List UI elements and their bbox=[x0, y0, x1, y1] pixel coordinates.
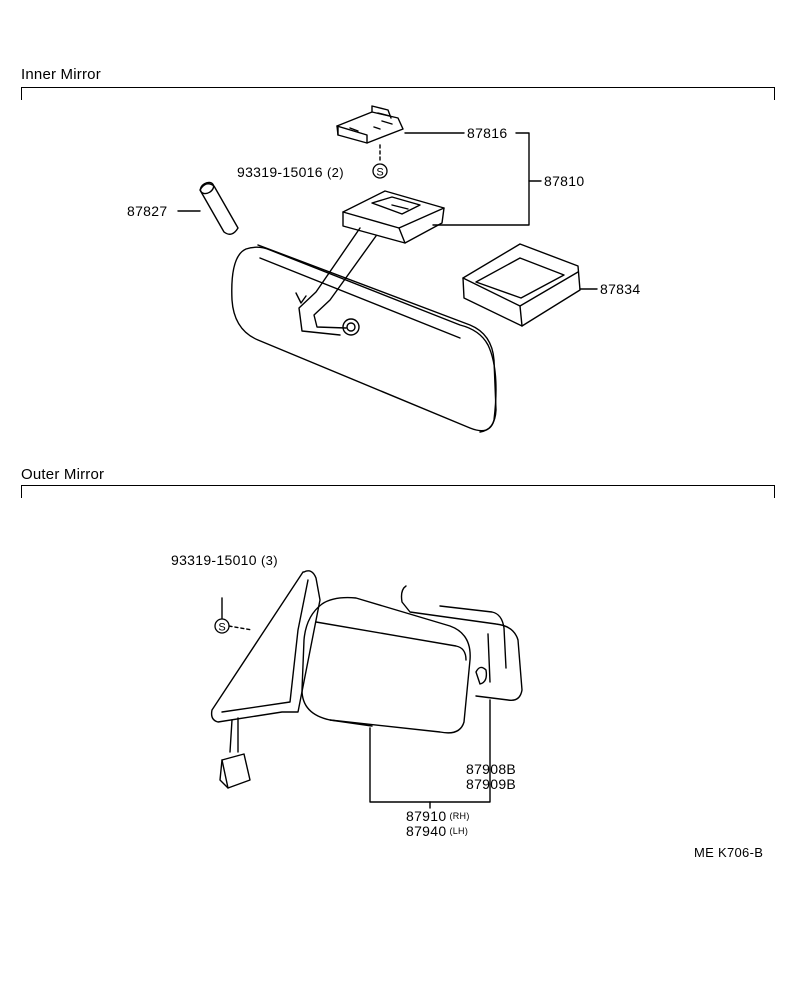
mount-87810-drawing bbox=[296, 191, 444, 335]
label-87940-side: (LH) bbox=[449, 826, 469, 836]
label-87909B: 87909B bbox=[466, 776, 517, 792]
screw-symbol-outer-letter: S bbox=[218, 622, 225, 634]
label-87810: 87810 bbox=[544, 173, 585, 189]
figure-code: ME K706-B bbox=[694, 845, 764, 860]
outer-mirror-title: Outer Mirror bbox=[21, 466, 105, 483]
label-93319-15010-number: 93319-15010 bbox=[171, 552, 257, 568]
outer-base-drawing bbox=[212, 571, 320, 788]
label-87834: 87834 bbox=[600, 281, 641, 297]
screw-symbol-inner: S bbox=[373, 164, 387, 179]
label-87940-number: 87940 bbox=[406, 823, 447, 839]
label-87827: 87827 bbox=[127, 203, 168, 219]
outer-mirror-bracket bbox=[21, 485, 775, 498]
label-87908B: 87908B bbox=[466, 761, 517, 777]
label-87910-number: 87910 bbox=[406, 808, 447, 824]
cover-87834-drawing bbox=[463, 244, 580, 326]
inner-mirror-title: Inner Mirror bbox=[21, 66, 101, 83]
clip-87816-drawing bbox=[337, 106, 403, 143]
label-87940: 87940(LH) bbox=[406, 823, 468, 839]
label-87910: 87910(RH) bbox=[406, 808, 470, 824]
outer-housing-drawing bbox=[302, 598, 470, 733]
label-93319-15016-number: 93319-15016 bbox=[237, 164, 323, 180]
label-93319-15010: 93319-15010 (3) bbox=[171, 552, 278, 568]
label-87816: 87816 bbox=[467, 125, 508, 141]
label-93319-15016: 93319-15016 (2) bbox=[237, 164, 344, 180]
screw-symbol-outer: S bbox=[215, 619, 229, 634]
cap-87827-drawing bbox=[198, 180, 238, 234]
screw-symbol-inner-letter: S bbox=[376, 167, 383, 179]
inner-mirror-bracket bbox=[21, 87, 775, 100]
label-93319-15010-qty: (3) bbox=[261, 553, 278, 568]
mirror-body-drawing bbox=[232, 245, 496, 432]
mirror-glass-drawing bbox=[402, 586, 523, 700]
label-87910-side: (RH) bbox=[449, 811, 470, 821]
label-93319-15016-qty: (2) bbox=[327, 165, 344, 180]
